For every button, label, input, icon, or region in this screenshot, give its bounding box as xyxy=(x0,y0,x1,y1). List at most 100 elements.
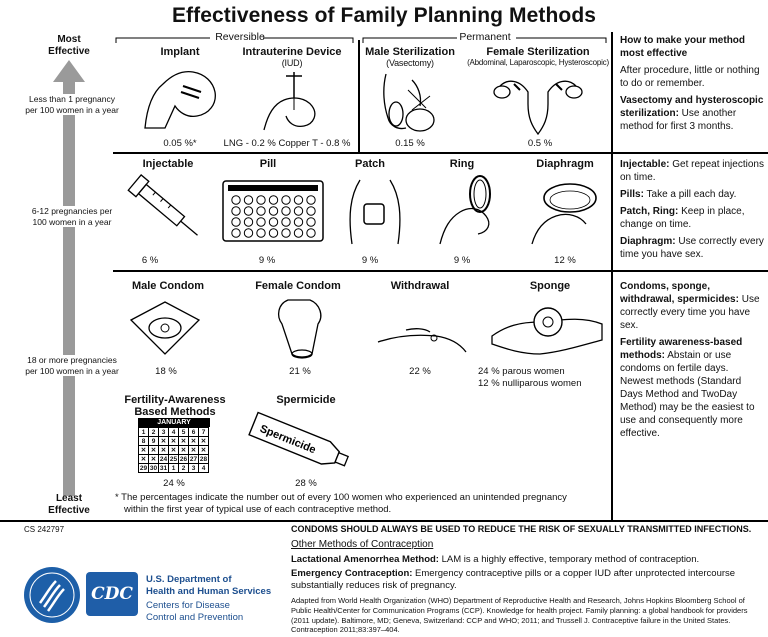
ring-illustration xyxy=(439,175,491,245)
male-condom-illustration xyxy=(129,301,201,355)
withdrawal-pct: 22 % xyxy=(409,366,431,377)
pill-blister xyxy=(293,217,304,227)
pill-blister xyxy=(256,228,266,238)
lam-text: Lactational Amenorrhea Method: LAM is a … xyxy=(291,554,700,565)
pill-blister xyxy=(231,228,241,238)
fam-pct: 24 % xyxy=(163,478,185,489)
calendar-day: ✕ xyxy=(178,445,189,455)
pill-blister xyxy=(293,206,304,216)
side-divider xyxy=(611,32,613,520)
calendar-day: 1 xyxy=(168,463,179,473)
calendar-day: ✕ xyxy=(148,454,159,464)
cdc-logo: CDC xyxy=(86,572,138,616)
calendar-day: 7 xyxy=(198,427,209,437)
female-condom-illustration xyxy=(277,299,322,359)
pill-blister xyxy=(281,228,291,238)
female-sterilization-subtitle: (Abdominal, Laparoscopic, Hysteroscopic) xyxy=(467,58,609,67)
male-condom-pct: 18 % xyxy=(155,366,177,377)
bottom-divider xyxy=(0,520,768,522)
calendar-day: ✕ xyxy=(168,436,179,446)
pill-blister xyxy=(231,206,241,216)
diaphragm-illustration xyxy=(531,183,597,245)
pill-blister xyxy=(293,228,304,238)
pill-blister xyxy=(281,206,291,216)
pill-blister xyxy=(243,206,254,216)
female-condom-pct: 21 % xyxy=(289,366,311,377)
iud-illustration xyxy=(263,72,316,131)
ring-title: Ring xyxy=(449,158,475,170)
female-sterilization-title: Female Sterilization xyxy=(486,46,590,58)
implant-illustration xyxy=(144,70,216,129)
calendar-day: ✕ xyxy=(158,445,169,455)
pill-blister xyxy=(243,195,254,205)
other-methods-heading: Other Methods of Contraception xyxy=(291,539,434,550)
calendar-day: 26 xyxy=(178,454,189,464)
pill-blister xyxy=(281,217,291,227)
ring-pct: 9 % xyxy=(453,255,471,266)
hhs-seal-icon xyxy=(24,567,80,623)
calendar-day: 1 xyxy=(138,427,149,437)
calendar-day: 6 xyxy=(188,427,199,437)
pill-blister xyxy=(306,228,316,238)
diaphragm-pct: 12 % xyxy=(554,255,576,266)
pill-blister xyxy=(281,195,291,205)
calendar-day: 2 xyxy=(178,463,189,473)
pill-blister xyxy=(268,217,279,227)
pill-blister xyxy=(243,217,254,227)
pill-blister xyxy=(306,217,316,227)
row-divider-1 xyxy=(113,152,768,154)
spermicide-title: Spermicide xyxy=(276,394,336,406)
injectable-title: Injectable xyxy=(142,158,194,170)
calendar-day: ✕ xyxy=(148,445,159,455)
pill-blister xyxy=(306,195,316,205)
male-sterilization-illustration xyxy=(383,73,435,132)
side-section-1: How to make your method most effective A… xyxy=(620,35,764,132)
withdrawal-illustration xyxy=(377,328,467,353)
sponge-title: Sponge xyxy=(529,280,571,292)
withdrawal-title: Withdrawal xyxy=(390,280,450,292)
calendar-day: ✕ xyxy=(158,436,169,446)
cs-number: CS 242797 xyxy=(24,525,65,534)
calendar-day: 4 xyxy=(168,427,179,437)
female-condom-title: Female Condom xyxy=(255,280,341,292)
pill-pack-illustration xyxy=(222,180,324,242)
sponge-pct-parous: 24 % parous women xyxy=(478,366,565,377)
side-section-2: Injectable: Get repeat injections on tim… xyxy=(620,159,764,260)
male-sterilization-title: Male Sterilization xyxy=(365,46,455,58)
calendar-day: 8 xyxy=(138,436,149,446)
iud-subtitle: (IUD) xyxy=(281,58,303,68)
calendar-day: ✕ xyxy=(138,454,149,464)
pill-blister xyxy=(243,228,254,238)
calendar-day: 4 xyxy=(198,463,209,473)
calendar-day: ✕ xyxy=(188,445,199,455)
diaphragm-title: Diaphragm xyxy=(536,158,594,170)
calendar-day: 2 xyxy=(148,427,159,437)
patch-title: Patch xyxy=(355,158,385,170)
pill-blister xyxy=(268,206,279,216)
patch-illustration xyxy=(349,179,401,245)
permanent-header: Permanent xyxy=(459,31,511,43)
injectable-pct: 6 % xyxy=(141,255,159,266)
pill-blister xyxy=(256,195,266,205)
citation: Adapted from World Health Organization (… xyxy=(291,596,748,635)
sponge-illustration xyxy=(491,307,603,355)
injectable-illustration xyxy=(127,174,198,236)
iud-pct: LNG - 0.2 % Copper T - 0.8 % xyxy=(223,138,351,149)
sponge-pct-nulliparous: 12 % nulliparous women xyxy=(478,378,582,389)
reversible-bracket xyxy=(115,37,354,43)
spermicide-pct: 28 % xyxy=(295,478,317,489)
calendar-day: ✕ xyxy=(198,436,209,446)
ec-text: Emergency Contraception: Emergency contr… xyxy=(291,568,736,592)
calendar-day: ✕ xyxy=(198,445,209,455)
calendar-day: 30 xyxy=(148,463,159,473)
pill-blister xyxy=(231,195,241,205)
footnote: * The percentages indicate the number ou… xyxy=(115,492,567,515)
